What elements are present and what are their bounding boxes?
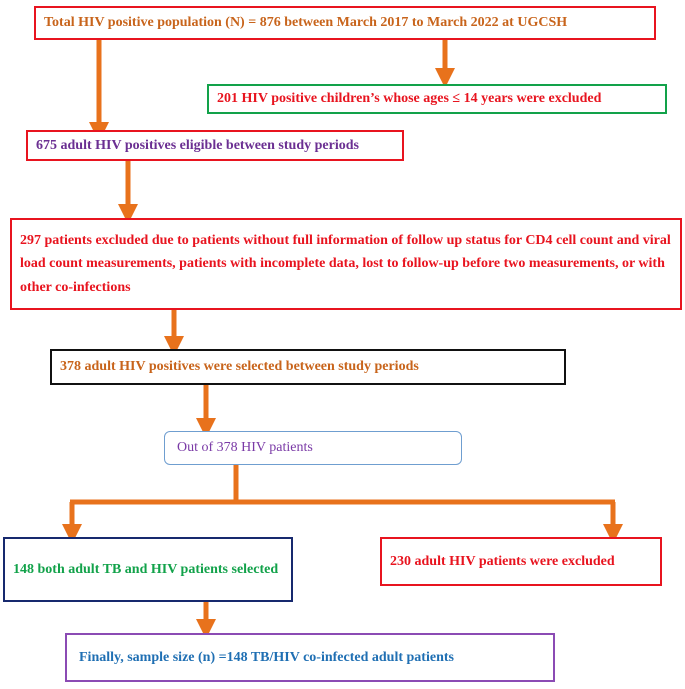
out-of-text: Out of 378 HIV patients [177,440,313,455]
final-sample-box: Finally, sample size (n) =148 TB/HIV co-… [65,633,555,682]
adult-selected-box: 378 adult HIV positives were selected be… [50,349,566,385]
patients-excluded-text: 297 patients excluded due to patients wi… [20,232,671,295]
adult-eligible-box: 675 adult HIV positives eligible between… [26,130,404,161]
adult-selected-text: 378 adult HIV positives were selected be… [60,359,419,374]
adult-eligible-text: 675 adult HIV positives eligible between… [36,137,359,153]
children-excluded-box: 201 HIV positive children’s whose ages ≤… [207,84,667,114]
tb-hiv-selected-box: 148 both adult TB and HIV patients selec… [3,537,293,602]
total-population-text: Total HIV positive population (N) = 876 … [44,15,568,30]
patients-excluded-box: 297 patients excluded due to patients wi… [10,218,682,310]
tb-hiv-selected-text: 148 both adult TB and HIV patients selec… [13,561,279,577]
children-excluded-text: 201 HIV positive children’s whose ages ≤… [217,91,602,106]
adult-hiv-excluded-box: 230 adult HIV patients were excluded [380,537,662,586]
total-population-box: Total HIV positive population (N) = 876 … [34,6,656,40]
adult-hiv-excluded-text: 230 adult HIV patients were excluded [390,553,615,569]
out-of-box: Out of 378 HIV patients [164,431,462,465]
final-sample-text: Finally, sample size (n) =148 TB/HIV co-… [79,649,454,665]
